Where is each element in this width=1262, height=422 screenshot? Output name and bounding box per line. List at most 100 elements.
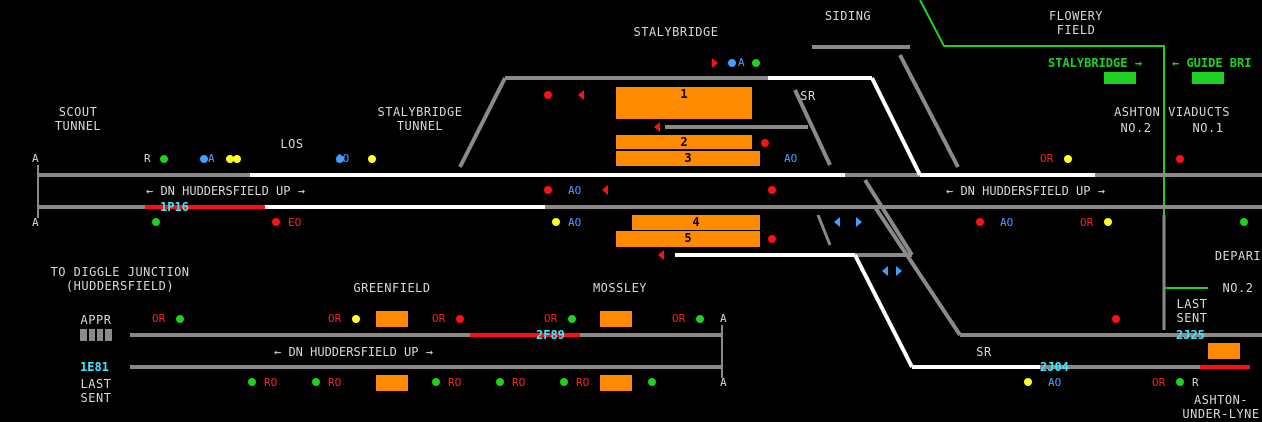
train-description-1e81[interactable]: 1E81 xyxy=(80,360,109,374)
marker-a: A xyxy=(720,312,727,325)
code-r: R xyxy=(1192,376,1199,389)
track-diag-crossover-3[interactable] xyxy=(816,214,832,246)
label-greenfield: GREENFIELD xyxy=(353,281,431,295)
signal-yellow[interactable] xyxy=(368,155,376,163)
label-sr-lower: SR xyxy=(976,345,992,359)
signal-red[interactable] xyxy=(976,218,984,226)
signal-green[interactable] xyxy=(752,59,760,67)
track-diag-p1-right[interactable] xyxy=(870,77,922,176)
signal-red[interactable] xyxy=(272,218,280,226)
code-or: OR xyxy=(1152,376,1166,389)
panel-guide-bridge[interactable]: ← GUIDE BRI xyxy=(1172,56,1252,70)
signal-blue[interactable] xyxy=(336,155,344,163)
signal-yellow[interactable] xyxy=(552,218,560,226)
platform-ashton[interactable] xyxy=(1208,343,1240,359)
signal-green[interactable] xyxy=(648,378,656,386)
platform-greenfield-up[interactable] xyxy=(376,311,408,327)
signal-red[interactable] xyxy=(544,91,552,99)
label-siding: SIDING xyxy=(824,9,872,23)
track-diag-crossover-1[interactable] xyxy=(863,178,914,257)
label-flowery-field: FLOWERY FIELD xyxy=(1048,9,1104,37)
code-ro: RO xyxy=(448,376,462,389)
label-depar: DEPARI xyxy=(1214,249,1262,263)
signal-green[interactable] xyxy=(160,155,168,163)
signal-green[interactable] xyxy=(176,315,184,323)
signal-green[interactable] xyxy=(312,378,320,386)
code-or: OR xyxy=(1080,216,1094,229)
signal-red[interactable] xyxy=(768,186,776,194)
label-stalybridge: STALYBRIDGE xyxy=(633,25,719,39)
code-ao: AO xyxy=(784,152,798,165)
signal-red[interactable] xyxy=(761,139,769,147)
label-no1: NO.1 xyxy=(1192,121,1224,135)
signal-green[interactable] xyxy=(248,378,256,386)
signal-green[interactable] xyxy=(560,378,568,386)
signal-yellow[interactable] xyxy=(226,155,234,163)
train-description-2j25[interactable]: 2J25 xyxy=(1176,328,1205,342)
code-or: OR xyxy=(544,312,558,325)
signal-red[interactable] xyxy=(1176,155,1184,163)
signal-green[interactable] xyxy=(696,315,704,323)
track-diag-crossover-2[interactable] xyxy=(873,205,962,337)
platform-4[interactable]: 4 xyxy=(632,215,760,230)
direction-left-main: ← DN HUDDERSFIELD UP → xyxy=(146,184,305,198)
arrow-blue-right xyxy=(896,266,902,276)
signal-yellow[interactable] xyxy=(1024,378,1032,386)
code-ro: RO xyxy=(576,376,590,389)
code-ro: RO xyxy=(328,376,342,389)
signal-green[interactable] xyxy=(152,218,160,226)
panel-stalybridge[interactable]: STALYBRIDGE → xyxy=(1048,56,1142,70)
signal-blue[interactable] xyxy=(728,59,736,67)
track-siding-diag[interactable] xyxy=(898,54,960,168)
train-description-2j04[interactable]: 2J04 xyxy=(1040,360,1069,374)
train-description-1p16[interactable]: 1P16 xyxy=(160,200,189,214)
signal-green[interactable] xyxy=(568,315,576,323)
signal-green[interactable] xyxy=(1176,378,1184,386)
label-last-sent-right: LAST SENT xyxy=(1176,297,1208,325)
code-ao: AO xyxy=(1048,376,1062,389)
platform-5[interactable]: 5 xyxy=(616,231,760,247)
train-description-2f89[interactable]: 2F89 xyxy=(536,328,565,342)
code-eo: EO xyxy=(288,216,302,229)
track-bay-diag[interactable] xyxy=(793,89,832,166)
track-diag-p1-left[interactable] xyxy=(458,77,507,168)
platform-mossley-down[interactable] xyxy=(600,375,632,391)
marker-a: A xyxy=(720,376,727,389)
platform-mossley-up[interactable] xyxy=(600,311,632,327)
track-diag-lower-set[interactable] xyxy=(853,254,914,368)
platform-3[interactable]: 3 xyxy=(616,151,760,166)
arrow-blue-right xyxy=(856,217,862,227)
signal-yellow[interactable] xyxy=(1064,155,1072,163)
code-ao: AO xyxy=(568,184,582,197)
label-no2-lower: NO.2 xyxy=(1222,281,1254,295)
platform-greenfield-down[interactable] xyxy=(376,375,408,391)
panel-boundary-line xyxy=(919,0,1208,289)
signal-red[interactable] xyxy=(1112,315,1120,323)
code-a: A xyxy=(738,56,745,69)
label-scout-tunnel: SCOUT TUNNEL xyxy=(54,105,102,133)
code-r: R xyxy=(144,152,151,165)
signal-red[interactable] xyxy=(768,235,776,243)
signal-green[interactable] xyxy=(432,378,440,386)
code-or: OR xyxy=(152,312,166,325)
signal-green[interactable] xyxy=(1240,218,1248,226)
signal-blue[interactable] xyxy=(200,155,208,163)
label-no2: NO.2 xyxy=(1120,121,1152,135)
platform-2[interactable]: 2 xyxy=(616,135,752,149)
arrow-red-left xyxy=(578,90,584,100)
signal-yellow[interactable] xyxy=(233,155,241,163)
signal-group[interactable] xyxy=(152,59,1248,386)
marker-a: A xyxy=(32,152,39,165)
signal-red[interactable] xyxy=(456,315,464,323)
signal-red[interactable] xyxy=(544,186,552,194)
signal-yellow[interactable] xyxy=(352,315,360,323)
signal-green[interactable] xyxy=(496,378,504,386)
code-or: OR xyxy=(672,312,686,325)
direction-right-main: ← DN HUDDERSFIELD UP → xyxy=(946,184,1105,198)
platform-1[interactable]: 1 xyxy=(616,87,752,119)
signal-yellow[interactable] xyxy=(1104,218,1112,226)
arrow-red-left xyxy=(602,185,608,195)
label-sr-upper: SR xyxy=(800,89,816,103)
arrow-blue-left xyxy=(834,217,840,227)
